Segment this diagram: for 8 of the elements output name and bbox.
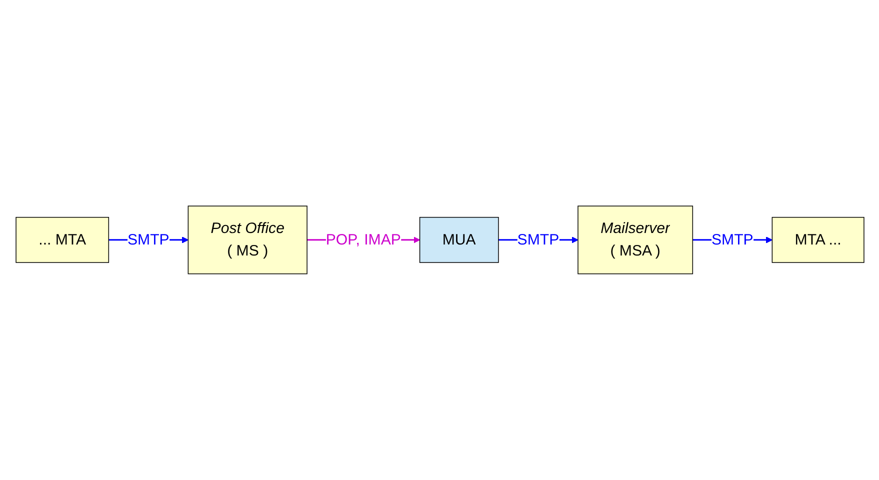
edge-label: SMTP <box>126 232 169 248</box>
node-box: Post Office ( MS ) <box>187 206 307 274</box>
node-box: ... MTA <box>15 217 109 263</box>
node-box: MTA ... <box>771 217 864 263</box>
edge-label: POP, IMAP <box>325 232 400 248</box>
edge-label: SMTP <box>710 232 753 248</box>
node-box: MUA <box>418 217 498 263</box>
edge-label: SMTP <box>516 232 559 248</box>
